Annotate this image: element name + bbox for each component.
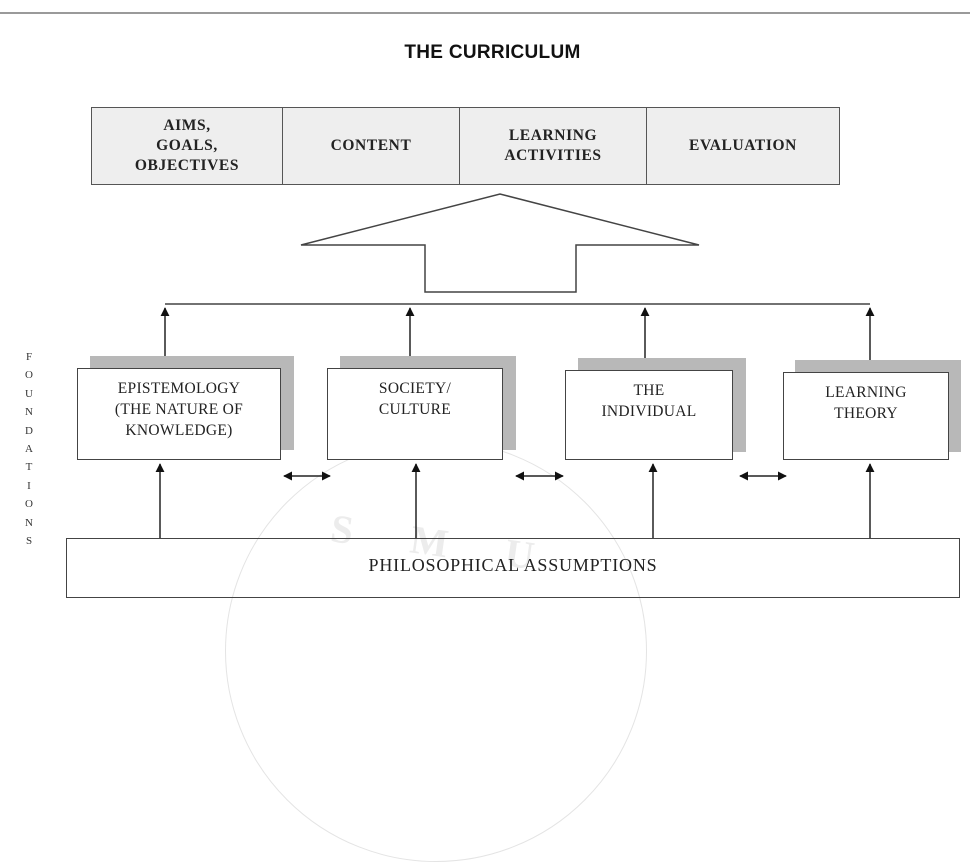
foundation-epistemology: EPISTEMOLOGY (THE NATURE OF KNOWLEDGE) bbox=[77, 368, 281, 460]
curriculum-cell-evaluation: EVALUATION bbox=[689, 137, 797, 154]
curriculum-cell-aims: AIMS, GOALS, OBJECTIVES bbox=[92, 108, 283, 184]
philosophical-assumptions-box: PHILOSOPHICAL ASSUMPTIONS bbox=[66, 538, 960, 598]
foundation-society-culture: SOCIETY/ CULTURE bbox=[327, 368, 503, 460]
diagram-title: THE CURRICULUM bbox=[404, 42, 581, 63]
connector-lines bbox=[155, 193, 875, 538]
curriculum-table: AIMS, GOALS, OBJECTIVES CONTENT LEARNING… bbox=[91, 107, 840, 185]
foundation-individual: THE INDIVIDUAL bbox=[565, 370, 733, 460]
curriculum-cell-content: CONTENT bbox=[283, 108, 460, 184]
top-rule bbox=[0, 12, 970, 14]
foundation-learning-theory: LEARNING THEORY bbox=[783, 372, 949, 460]
big-up-arrow bbox=[300, 193, 700, 293]
foundations-side-label: F O U N D A T I O N S bbox=[25, 351, 33, 548]
curriculum-cell-learning-activities: LEARNING ACTIVITIES bbox=[460, 108, 647, 184]
